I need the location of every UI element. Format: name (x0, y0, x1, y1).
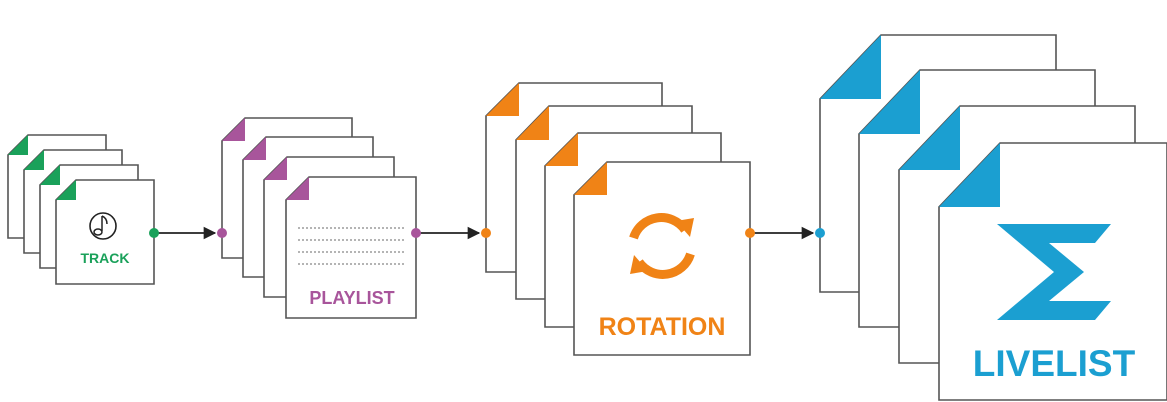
rotation-input-dot (481, 228, 491, 238)
livelist-doc-stack (819, 34, 1167, 401)
music-note-icon (89, 212, 117, 240)
livelist-input-dot (815, 228, 825, 238)
playlist-stage: PLAYLIST (221, 117, 417, 319)
playlist-output-dot (411, 228, 421, 238)
track-label: TRACK (81, 250, 130, 266)
playlist-doc-front (285, 176, 417, 319)
livelist-doc-front (938, 142, 1167, 401)
rotation-arrows-icon (629, 213, 695, 279)
track-doc-stack (7, 134, 155, 285)
livelist-label: LIVELIST (973, 343, 1136, 384)
list-lines-icon (298, 227, 406, 265)
sigma-icon (997, 224, 1111, 320)
playlist-input-dot (217, 228, 227, 238)
rotation-stage: ROTATION (485, 82, 751, 356)
connector-playlist-to-rotation (411, 226, 491, 240)
connector-rotation-to-livelist (745, 226, 825, 240)
track-doc-front (55, 179, 155, 285)
connector-track-to-playlist (149, 226, 227, 240)
track-output-dot (149, 228, 159, 238)
playlist-doc-stack (221, 117, 417, 319)
rotation-doc-stack (485, 82, 751, 356)
track-stage: TRACK (7, 134, 155, 285)
rotation-output-dot (745, 228, 755, 238)
rotation-label: ROTATION (599, 313, 726, 341)
rotation-doc-front (573, 161, 751, 356)
playlist-label: PLAYLIST (309, 288, 394, 308)
livelist-stage: LIVELIST (819, 34, 1167, 401)
